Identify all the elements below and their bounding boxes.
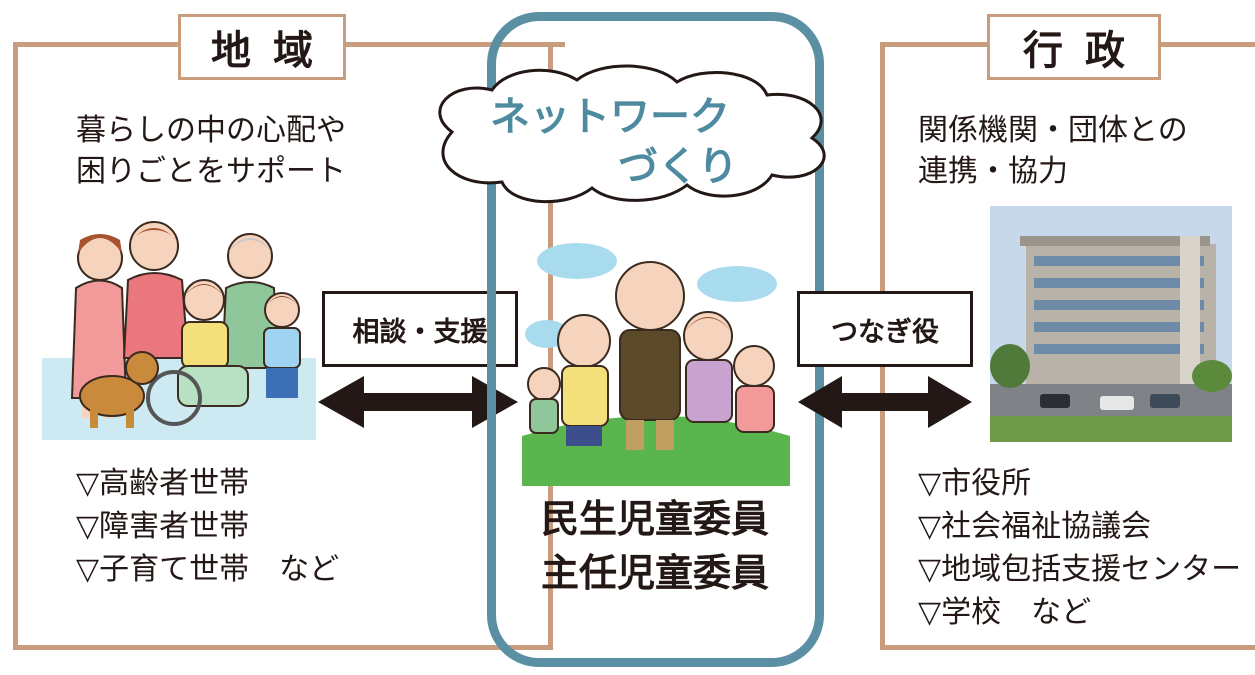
administration-item: ▽学校 など xyxy=(918,595,1092,630)
member-title-line2: 主任児童委員 xyxy=(540,551,769,595)
cloud-text-line2: づくり xyxy=(618,144,738,190)
left-panel-top-border xyxy=(345,42,565,47)
double-arrow-icon xyxy=(318,376,518,428)
administration-description-line1: 関係機関・団体との xyxy=(918,113,1188,148)
community-description-line1: 暮らしの中の心配や xyxy=(76,113,346,148)
city-hall-photo xyxy=(990,206,1232,442)
administration-item: ▽市役所 xyxy=(918,466,1032,501)
cloud-text-line1: ネットワーク xyxy=(490,94,730,140)
elders-illustration xyxy=(522,243,790,486)
connector-label: つなぎ役 xyxy=(797,291,973,367)
administration-description-line2: 連携・協力 xyxy=(918,154,1068,189)
tab-community: 地域 xyxy=(178,14,346,80)
right-panel-top-border xyxy=(1160,42,1255,47)
member-title-line1: 民生児童委員 xyxy=(540,497,769,541)
community-description-line2: 困りごとをサポート xyxy=(76,154,346,189)
double-arrow-icon xyxy=(798,376,972,428)
tab-administration: 行政 xyxy=(987,14,1161,80)
left-panel-top-border xyxy=(13,42,180,47)
family-illustration xyxy=(42,221,316,440)
administration-item: ▽社会福祉協議会 xyxy=(918,509,1152,544)
right-panel-top-border xyxy=(880,42,990,47)
community-item: ▽障害者世帯 xyxy=(76,509,250,544)
community-item: ▽子育て世帯 など xyxy=(76,552,340,587)
speech-cloud xyxy=(438,64,826,204)
consult-support-label: 相談・支援 xyxy=(322,291,518,367)
administration-item: ▽地域包括支援センター xyxy=(918,552,1242,587)
community-item: ▽高齢者世帯 xyxy=(76,466,250,501)
